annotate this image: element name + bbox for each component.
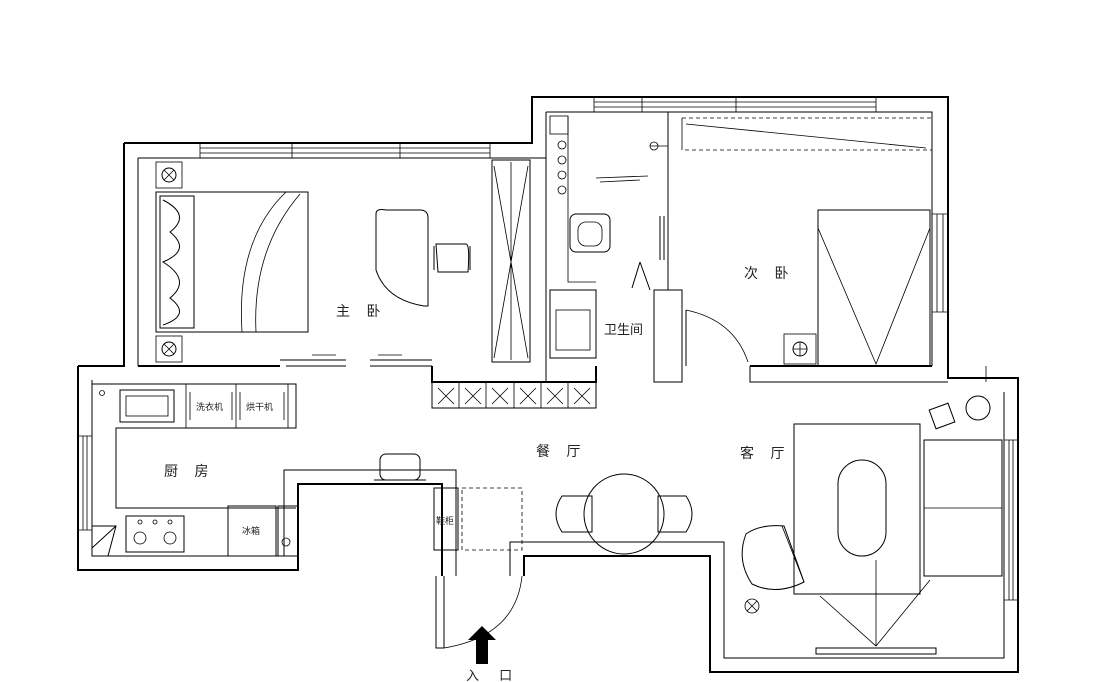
second-bedroom: 次 卧 bbox=[681, 117, 948, 383]
tile-strip bbox=[431, 381, 597, 409]
dining: 鞋柜 餐 厅 bbox=[374, 444, 693, 555]
entrance: 入 口 bbox=[435, 575, 523, 682]
outer-walls bbox=[77, 96, 1019, 673]
master-bedroom: 主 卧 bbox=[138, 159, 597, 383]
room-label-second: 次 卧 bbox=[744, 266, 794, 282]
fridge-label: 冰箱 bbox=[242, 525, 260, 537]
entrance-label: 入 口 bbox=[466, 669, 520, 682]
room-label-kitchen: 厨 房 bbox=[164, 464, 214, 480]
shoe-cabinet-label: 鞋柜 bbox=[436, 515, 454, 527]
entrance-arrow-icon bbox=[468, 626, 496, 664]
room-label-master: 主 卧 bbox=[336, 304, 386, 320]
room-label-dining: 餐 厅 bbox=[536, 444, 586, 460]
bathroom: 卫生间 bbox=[545, 112, 683, 383]
washer-label: 洗衣机 bbox=[196, 401, 223, 413]
room-label-living: 客 厅 bbox=[740, 445, 790, 462]
windows bbox=[78, 97, 1018, 601]
dryer-label: 烘干机 bbox=[246, 401, 273, 413]
room-label-bathroom: 卫生间 bbox=[604, 323, 643, 338]
kitchen: 洗衣机 烘干机 冰箱 厨 房 bbox=[91, 383, 299, 557]
living-room: 客 厅 bbox=[740, 366, 1003, 655]
